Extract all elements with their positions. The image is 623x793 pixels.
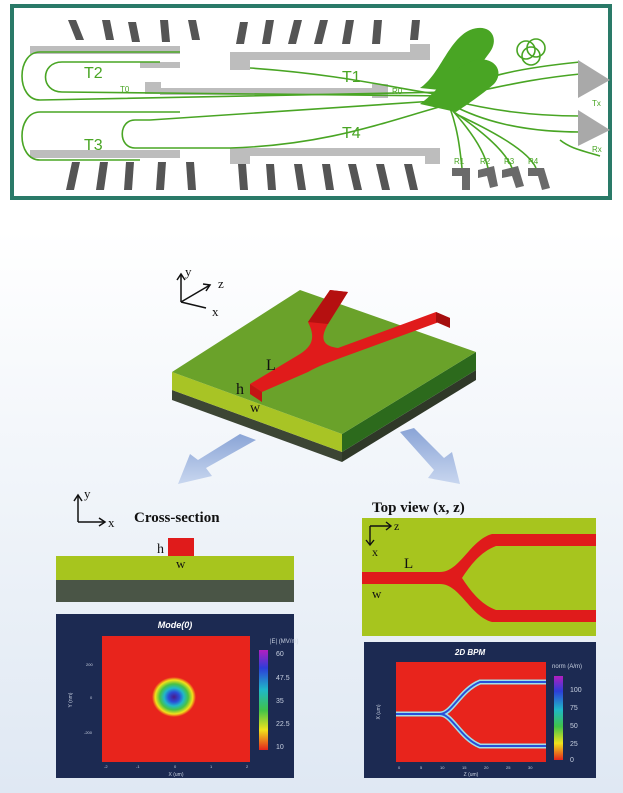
axis-label-z-top-view: z — [394, 519, 399, 533]
bpm-plot-title: 2D BPM — [454, 648, 486, 657]
projection-arrows — [178, 428, 460, 484]
mmi-couplers — [420, 27, 499, 112]
mode-colorbar-tick-3: 35 — [276, 698, 284, 705]
bpm-xtick-3: 10 — [440, 765, 445, 770]
substrate-side — [342, 370, 476, 462]
bpm-colorbar-tick-3: 50 — [570, 723, 578, 730]
label-t3: T3 — [84, 137, 103, 154]
mode-colorbar-tick-2: 47.5 — [276, 675, 290, 682]
axis-label-z-3d: z — [218, 276, 224, 291]
bpm-colorbar-tick-2: 75 — [570, 705, 578, 712]
mode-xtick-5: 2 — [246, 764, 249, 769]
arrow-to-cross-section — [178, 434, 256, 484]
top-view-waveguide — [362, 534, 596, 622]
axis-gizmo-cross-section — [73, 493, 107, 527]
device-3d: y z x L h w — [172, 264, 476, 462]
mode-colorbar — [259, 650, 268, 750]
mode-plot-title: Mode(0) — [158, 620, 193, 630]
label-w-3d: w — [250, 401, 261, 416]
bpm-x-axis-label: Z (um) — [464, 772, 479, 778]
top-view-panel: Top view (x, z) z x L w 2D BPM 0 5 10 15… — [362, 500, 596, 778]
mode-xtick-4: 1 — [210, 764, 213, 769]
waveguide-3d — [250, 290, 450, 402]
cross-section-waveguide — [168, 538, 194, 556]
cross-section-panel: y x Cross-section h w Mode(0) 200 0 -200… — [56, 486, 298, 778]
axis-label-x-cross-section: x — [108, 515, 115, 530]
top-view-title: Top view (x, z) — [372, 500, 465, 516]
bpm-colorbar — [554, 676, 563, 760]
label-tx: Tx — [592, 99, 601, 108]
axis-label-y-cross-section: y — [84, 486, 91, 501]
bottom-pads — [66, 162, 418, 190]
top-pads — [68, 20, 420, 44]
bpm-colorbar-tick-1: 100 — [570, 687, 582, 694]
mode-xtick-1: -2 — [104, 764, 108, 769]
label-L-top-view: L — [404, 556, 413, 572]
label-t0: T0 — [120, 85, 130, 94]
arrow-to-top-view — [400, 428, 460, 484]
cross-section-cladding — [56, 556, 294, 580]
bpm-xtick-5: 20 — [484, 765, 489, 770]
label-r1: R1 — [454, 157, 465, 166]
label-h-cross-section: h — [157, 542, 164, 557]
bpm-xtick-4: 15 — [462, 765, 467, 770]
mode-colorbar-tick-4: 22.5 — [276, 721, 290, 728]
axis-label-x-3d: x — [212, 304, 219, 319]
axis-label-y-3d: y — [185, 264, 192, 279]
label-t2: T2 — [84, 65, 103, 82]
receiver-pads — [452, 166, 550, 190]
label-r0: R0 — [392, 87, 403, 96]
tx-triangle — [578, 60, 610, 98]
bpm-xtick-7: 30 — [528, 765, 533, 770]
mode-ytick-3: -200 — [84, 730, 93, 735]
bpm-y-axis-label: X (um) — [376, 704, 382, 719]
bpm-xtick-6: 25 — [506, 765, 511, 770]
mode-colorbar-tick-1: 60 — [276, 651, 284, 658]
label-rx: Rx — [592, 145, 602, 154]
cladding-side — [342, 352, 476, 452]
bpm-xtick-2: 5 — [420, 765, 423, 770]
mode-colorbar-tick-5: 10 — [276, 744, 284, 751]
ring-resonator — [516, 38, 546, 66]
bpm-colorbar-tick-5: 0 — [570, 757, 574, 764]
substrate-front — [172, 390, 342, 462]
bpm-field-core — [396, 681, 546, 747]
label-w-top-view: w — [372, 586, 382, 601]
mode-y-axis-label: Y (nm) — [68, 692, 74, 707]
mode-xtick-2: -1 — [136, 764, 140, 769]
mode-field-profile — [152, 677, 196, 717]
mode-xtick-3: 0 — [174, 764, 177, 769]
mode-x-axis-label: X (um) — [169, 772, 184, 778]
axis-label-x-top-view: x — [372, 545, 378, 559]
cladding-front — [172, 372, 342, 452]
mode-ytick-2: 0 — [90, 695, 93, 700]
label-r4: R4 — [528, 157, 539, 166]
label-h-3d: h — [236, 381, 244, 398]
rx-triangle — [578, 110, 610, 146]
cross-section-title: Cross-section — [134, 510, 220, 526]
bpm-colorbar-title: norm (A/m) — [552, 664, 582, 670]
label-L-3d: L — [266, 357, 276, 374]
label-t4: T4 — [342, 125, 361, 142]
mode-colorbar-title: |E| (MV/m) — [270, 639, 298, 645]
cross-section-substrate — [56, 580, 294, 602]
chip-layout: T2 T0 T1 R0 T3 T4 R1 R2 R3 R4 Tx Rx — [10, 4, 612, 200]
bottom-pad-rail — [30, 148, 440, 164]
axis-gizmo-3d — [176, 272, 212, 309]
label-t1: T1 — [342, 69, 361, 86]
bpm-xtick-1: 0 — [398, 765, 401, 770]
axis-gizmo-top-view — [365, 521, 393, 547]
label-r2: R2 — [480, 157, 491, 166]
bpm-colorbar-tick-4: 25 — [570, 741, 578, 748]
mode-ytick-1: 200 — [86, 662, 93, 667]
label-r3: R3 — [504, 157, 515, 166]
top-pad-rail — [30, 44, 430, 98]
label-w-cross-section: w — [176, 556, 186, 571]
